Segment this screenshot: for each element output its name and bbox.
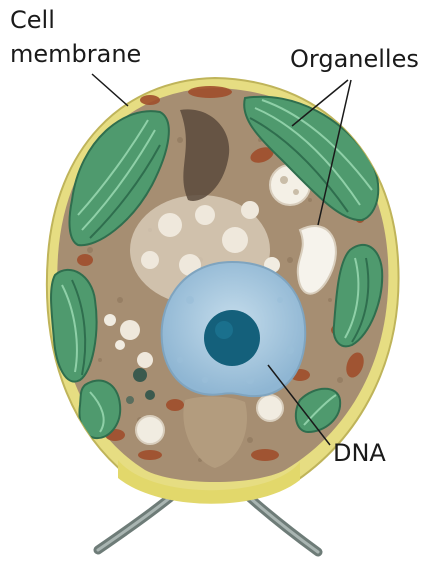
cell-membrane-pointer bbox=[92, 74, 128, 106]
nucleolus bbox=[204, 310, 260, 366]
nucleus bbox=[162, 262, 306, 396]
cell-membrane-label-line2: membrane bbox=[10, 39, 141, 69]
dna-label: DNA bbox=[333, 438, 386, 468]
organelles-label: Organelles bbox=[290, 44, 419, 74]
cell-membrane-label-line1: Cell bbox=[10, 5, 55, 35]
